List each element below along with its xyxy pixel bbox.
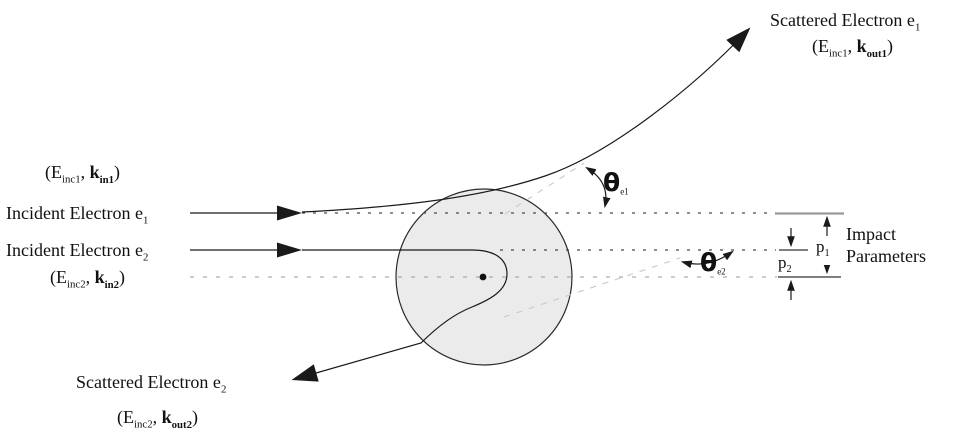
nucleus-dot: [479, 273, 487, 281]
label-energy-in2: (Einc2, kin2): [50, 267, 126, 291]
label-energy-out2: (Einc2, kout2): [117, 407, 199, 431]
e1-scattered-trajectory: [301, 27, 751, 213]
e1-asymptote-dashed: [504, 162, 585, 215]
label-p2: p2: [778, 253, 792, 276]
label-scattered-e2: Scattered Electron e2: [76, 372, 227, 396]
label-scattered-e1: Scattered Electron e1: [770, 10, 921, 34]
impact-line1: Impact: [846, 224, 896, 244]
label-theta-e1: θe1: [603, 168, 629, 197]
label-incident-e1: Incident Electron e1: [6, 203, 149, 227]
e2-asymptote-dashed: [503, 257, 681, 318]
theta-e1-arc: [585, 166, 611, 209]
e2-scattered-trajectory: [291, 249, 508, 382]
label-energy-in1: (Einc1, kin1): [45, 162, 121, 186]
theta-e2-arc: [680, 250, 734, 269]
impact-line2: Parameters: [846, 245, 926, 266]
label-energy-out1: (Einc1, kout1): [812, 36, 894, 60]
incident-e1-arrowhead: [277, 205, 302, 221]
label-impact-parameters: Impact Parameters: [846, 224, 926, 267]
label-p1: p1: [814, 236, 832, 266]
label-incident-e2: Incident Electron e2: [6, 240, 149, 264]
label-theta-e2: θe2: [700, 248, 726, 277]
incident-e2-arrowhead: [277, 242, 302, 258]
